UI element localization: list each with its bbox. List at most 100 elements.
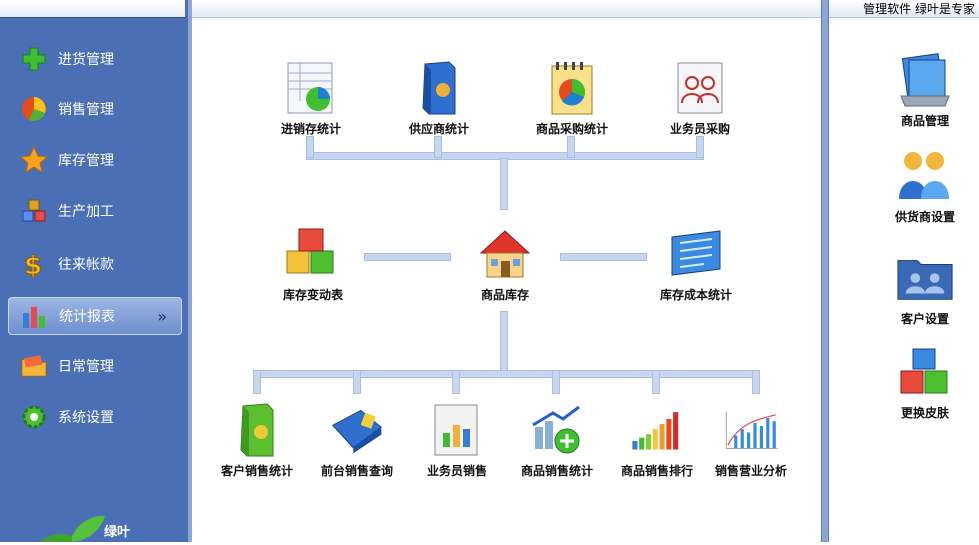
chart-add-icon bbox=[529, 402, 585, 458]
sidebar-item-label: 日常管理 bbox=[58, 359, 114, 375]
module-stock-change[interactable]: 库存变动表 bbox=[270, 226, 356, 303]
right-item-customer-settings[interactable]: 客户设置 bbox=[880, 250, 970, 327]
module-product-sales-stats[interactable]: 商品销售统计 bbox=[514, 402, 600, 479]
colored-boxes-icon bbox=[285, 226, 341, 282]
report-bars-icon bbox=[429, 402, 485, 458]
binder-icon bbox=[329, 402, 385, 458]
connector-line bbox=[652, 370, 660, 394]
sidebar-item-label: 统计报表 bbox=[59, 309, 115, 325]
blue-book-icon bbox=[411, 60, 467, 116]
panel-border bbox=[188, 0, 192, 542]
folder-icon bbox=[20, 352, 48, 380]
bar-chart-icon bbox=[21, 302, 49, 330]
module-label: 库存变动表 bbox=[282, 288, 343, 302]
right-item-product-management[interactable]: 商品管理 bbox=[880, 52, 970, 129]
connector-line bbox=[500, 311, 508, 373]
module-sales-business-analysis[interactable]: 销售营业分析 bbox=[708, 402, 794, 479]
double-chevron-right-icon: » bbox=[157, 306, 167, 326]
pie-icon bbox=[20, 95, 48, 123]
module-front-sales-query[interactable]: 前台销售查询 bbox=[314, 402, 400, 479]
sidebar-item-reports[interactable]: 统计报表 » bbox=[8, 297, 182, 335]
module-product-stock[interactable]: 商品库存 bbox=[462, 226, 548, 303]
connector-line bbox=[253, 370, 760, 378]
module-salesman-purchase[interactable]: 业务员采购 bbox=[657, 60, 743, 137]
sidebar-item-label: 往来帐款 bbox=[58, 257, 114, 273]
sidebar-item-label: 库存管理 bbox=[58, 153, 114, 169]
sidebar: 进货管理 销售管理 库存管理 生产加工 $ 往来帐款 统计报表 » bbox=[0, 0, 189, 542]
right-header: 管理软件 绿叶是专家 bbox=[829, 0, 979, 18]
connector-line bbox=[306, 136, 314, 158]
right-item-label: 客户设置 bbox=[900, 312, 949, 326]
green-book-icon bbox=[229, 402, 285, 458]
right-item-label: 更换皮肤 bbox=[900, 406, 949, 420]
right-item-label: 供货商设置 bbox=[894, 210, 955, 224]
users-icon bbox=[896, 148, 954, 206]
module-salesman-sales[interactable]: 业务员销售 bbox=[414, 402, 500, 479]
module-stock-cost-stats[interactable]: 库存成本统计 bbox=[650, 226, 742, 303]
stacked-cards-icon bbox=[896, 52, 954, 110]
module-product-sales-ranking[interactable]: 商品销售排行 bbox=[612, 402, 702, 479]
dollar-icon: $ bbox=[20, 250, 48, 279]
module-label: 业务员销售 bbox=[426, 464, 487, 478]
spreadsheet-chart-icon bbox=[283, 60, 339, 116]
connector-line bbox=[364, 253, 451, 261]
gear-icon bbox=[20, 403, 48, 431]
people-report-icon bbox=[672, 60, 728, 116]
module-supplier-stats[interactable]: 供应商统计 bbox=[396, 60, 482, 137]
module-customer-sales-stats[interactable]: 客户销售统计 bbox=[214, 402, 300, 479]
success-bars-icon bbox=[629, 402, 685, 458]
blue-board-icon bbox=[668, 226, 724, 282]
sidebar-item-label: 销售管理 bbox=[58, 102, 114, 118]
module-label: 客户销售统计 bbox=[220, 464, 293, 478]
sidebar-item-label: 进货管理 bbox=[58, 52, 114, 68]
connector-line bbox=[353, 370, 361, 394]
module-label: 供应商统计 bbox=[408, 122, 469, 136]
sidebar-item-purchase[interactable]: 进货管理 bbox=[8, 41, 180, 77]
leaf-logo-icon bbox=[40, 512, 140, 542]
connector-line bbox=[434, 136, 442, 158]
panel-border bbox=[821, 0, 829, 542]
logo-text: 绿叶 bbox=[104, 525, 131, 540]
house-icon bbox=[477, 226, 533, 282]
notepad-pie-icon bbox=[544, 60, 600, 116]
right-item-supplier-settings[interactable]: 供货商设置 bbox=[880, 148, 970, 225]
cubes-icon bbox=[20, 197, 48, 225]
cube-stack-icon bbox=[896, 344, 954, 402]
module-label: 进销存统计 bbox=[280, 122, 341, 136]
sidebar-item-label: 生产加工 bbox=[58, 204, 114, 220]
analysis-chart-icon bbox=[723, 402, 779, 458]
sidebar-item-settings[interactable]: 系统设置 bbox=[8, 399, 180, 435]
connector-line bbox=[567, 136, 575, 158]
module-label: 商品销售排行 bbox=[620, 464, 693, 478]
sidebar-item-label: 系统设置 bbox=[58, 410, 114, 426]
connector-line bbox=[560, 253, 647, 261]
sidebar-item-daily[interactable]: 日常管理 bbox=[8, 348, 180, 384]
sidebar-header bbox=[0, 0, 185, 18]
connector-line bbox=[696, 136, 704, 158]
right-item-change-skin[interactable]: 更换皮肤 bbox=[880, 344, 970, 421]
module-label: 业务员采购 bbox=[669, 122, 730, 136]
module-label: 商品销售统计 bbox=[520, 464, 593, 478]
app-title: 管理软件 绿叶是专家 bbox=[863, 2, 975, 16]
sidebar-item-inventory[interactable]: 库存管理 bbox=[8, 142, 180, 178]
svg-text:$: $ bbox=[24, 251, 42, 278]
module-purchase-sales-stats[interactable]: 进销存统计 bbox=[268, 60, 354, 137]
module-label: 前台销售查询 bbox=[320, 464, 393, 478]
contacts-folder-icon bbox=[896, 250, 954, 308]
sidebar-item-production[interactable]: 生产加工 bbox=[8, 193, 180, 229]
sidebar-item-accounts[interactable]: $ 往来帐款 bbox=[8, 246, 180, 282]
sidebar-item-sales[interactable]: 销售管理 bbox=[8, 91, 180, 127]
module-label: 销售营业分析 bbox=[714, 464, 787, 478]
star-icon bbox=[20, 146, 48, 174]
connector-line bbox=[552, 370, 560, 394]
connector-line bbox=[253, 370, 261, 394]
right-item-label: 商品管理 bbox=[900, 114, 949, 128]
module-product-purchase-stats[interactable]: 商品采购统计 bbox=[529, 60, 615, 137]
connector-line bbox=[752, 370, 760, 394]
connector-line bbox=[500, 158, 508, 210]
module-label: 商品采购统计 bbox=[535, 122, 608, 136]
center-header bbox=[192, 0, 821, 18]
module-label: 库存成本统计 bbox=[659, 288, 732, 302]
module-label: 商品库存 bbox=[480, 288, 529, 302]
plus-icon bbox=[20, 45, 48, 73]
